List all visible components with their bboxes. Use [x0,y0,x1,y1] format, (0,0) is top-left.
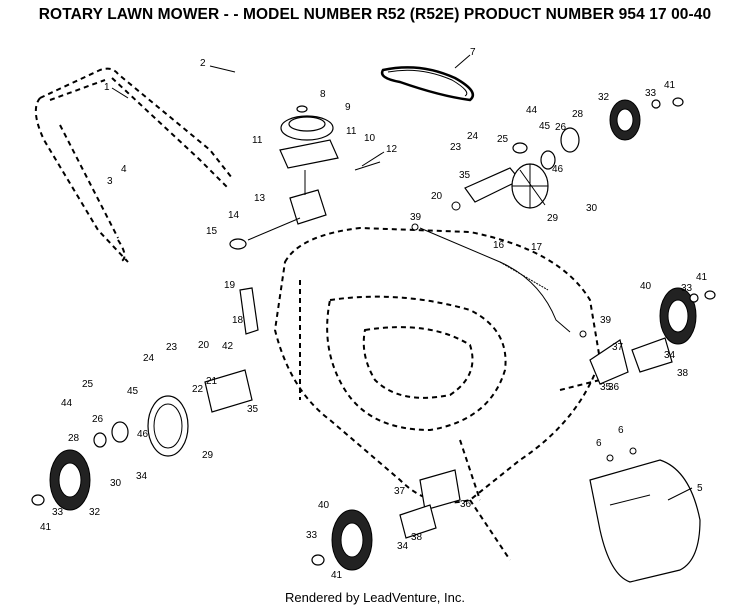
diagram-title: ROTARY LAWN MOWER - - MODEL NUMBER R52 (… [38,6,712,23]
callout-label: 24 [467,131,479,142]
callout-label: 44 [526,105,538,116]
callout-label: 29 [202,450,214,461]
callout-label: 34 [397,541,409,552]
callout-label: 26 [555,122,567,133]
drive-belt [380,66,475,102]
callout-label: 39 [410,212,422,223]
callout-label: 41 [40,522,52,533]
callout-label: 21 [206,376,218,387]
callout-label: 32 [598,92,610,103]
callout-label: 36 [608,382,620,393]
callout-label: 32 [89,507,101,518]
callout-label: 40 [640,281,652,292]
pulley-assembly [279,105,381,171]
callout-label: 23 [450,142,462,153]
callout-label: 30 [110,478,122,489]
discharge-chute [589,447,701,583]
callout-label: 29 [547,213,559,224]
callout-label: 16 [493,240,505,251]
callout-label: 38 [411,532,423,543]
callout-label: 17 [531,242,543,253]
leader-lines [111,54,693,501]
mower-deck [273,226,602,561]
callout-label: 15 [206,226,218,237]
callout-label: 45 [539,121,551,132]
callout-label: 12 [386,144,398,155]
callout-label: 35 [600,382,612,393]
drive-cable [411,223,587,338]
callout-label: 34 [664,350,676,361]
callout-label: 9 [345,102,351,113]
callout-label: 38 [677,368,689,379]
wheel-left [31,287,259,511]
callout-label: 13 [254,193,266,204]
callout-label: 20 [431,191,443,202]
callout-label: 34 [136,471,148,482]
callout-label: 44 [61,398,73,409]
callout-label: 33 [52,507,64,518]
callout-label: 23 [166,342,178,353]
callout-label: 28 [68,433,80,444]
callout-label: 18 [232,315,244,326]
mower-handle [34,67,233,263]
callout-label: 39 [600,315,612,326]
callout-labels: 1 2 3 4 5 6 6 7 8 9 10 11 11 12 13 14 15… [40,47,708,581]
callout-label: 10 [364,133,376,144]
gearbox [229,170,327,250]
callout-label: 22 [192,384,204,395]
callout-label: 5 [697,483,703,494]
callout-label: 24 [143,353,155,364]
callout-label: 35 [247,404,259,415]
callout-label: 41 [696,272,708,283]
callout-label: 11 [346,126,357,137]
callout-label: 30 [586,203,598,214]
callout-label: 46 [552,164,564,175]
callout-label: 25 [497,134,509,145]
callout-label: 14 [228,210,240,221]
wheel-bottom [311,469,461,571]
callout-label: 37 [394,486,406,497]
callout-label: 42 [222,341,234,352]
wheel-right [589,287,716,385]
callout-label: 6 [596,438,602,449]
callout-label: 11 [252,135,263,146]
callout-label: 41 [664,80,676,91]
callout-label: 33 [681,283,693,294]
callout-label: 37 [612,342,624,353]
callout-label: 1 [104,82,110,93]
wheel-top-right [451,97,684,211]
callout-label: 4 [121,164,127,175]
callout-label: 25 [82,379,94,390]
callout-label: 26 [92,414,104,425]
callout-label: 28 [572,109,584,120]
callout-label: 33 [306,530,318,541]
callout-label: 7 [470,47,476,58]
callout-label: 35 [459,170,471,181]
callout-label: 36 [460,499,472,510]
callout-label: 8 [320,89,326,100]
callout-label: 33 [645,88,657,99]
callout-label: 3 [107,176,113,187]
callout-label: 2 [200,58,206,69]
callout-label: 46 [137,429,149,440]
callout-label: 20 [198,340,210,351]
callout-label: 19 [224,280,236,291]
callout-label: 40 [318,500,330,511]
render-credit: Rendered by LeadVenture, Inc. [285,590,465,605]
callout-label: 6 [618,425,624,436]
callout-label: 41 [331,570,343,581]
callout-label: 45 [127,386,139,397]
